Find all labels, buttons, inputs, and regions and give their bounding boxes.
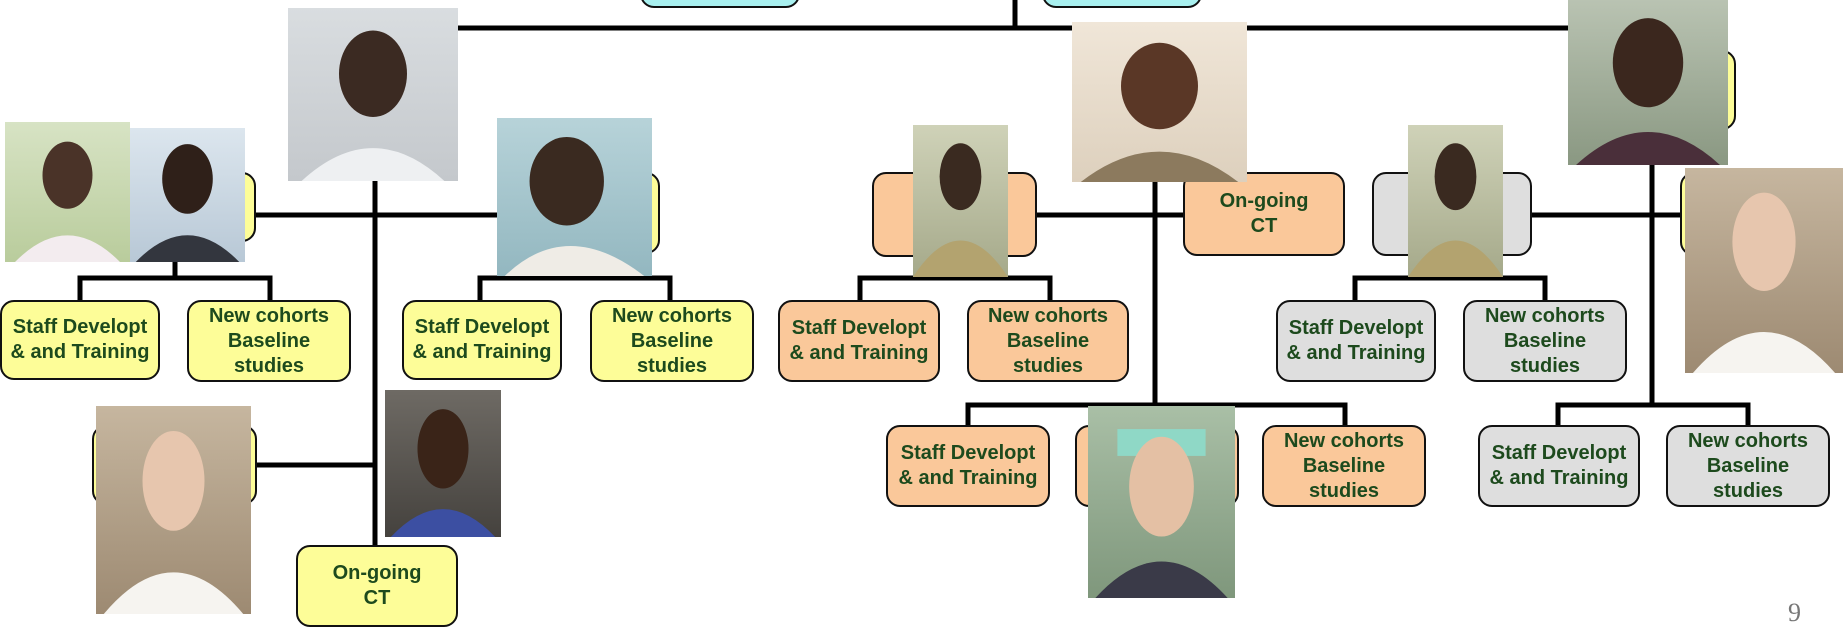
staff-development-box: Staff Developt & and Training [778,300,940,382]
new-cohorts-box: New cohorts Baseline studies [590,300,754,382]
top-box-left [640,0,800,8]
staff-development-box: Staff Developt & and Training [402,300,562,380]
top-box-right [1042,0,1202,8]
new-cohorts-box: New cohorts Baseline studies [967,300,1129,382]
portrait-photo [5,122,130,262]
page-number: 9 [1788,598,1801,627]
portrait-photo [385,390,501,537]
new-cohorts-box: New cohorts Baseline studies [187,300,351,382]
portrait-photo [1685,168,1843,373]
portrait-photo [497,118,652,276]
staff-development-box: Staff Developt & and Training [1276,300,1436,382]
portrait-photo [913,125,1008,277]
new-cohorts-box: New cohorts Baseline studies [1262,425,1426,507]
ongoing-ct-box: On-going CT [1183,172,1345,256]
staff-development-box: Staff Developt & and Training [0,300,160,380]
portrait-photo [96,406,251,614]
staff-development-box: Staff Developt & and Training [886,425,1050,507]
portrait-photo [130,128,245,262]
staff-development-box: Staff Developt & and Training [1478,425,1640,507]
portrait-photo [1088,406,1235,598]
portrait-photo [1072,22,1247,182]
portrait-photo [1568,0,1728,165]
new-cohorts-box: New cohorts Baseline studies [1463,300,1627,382]
new-cohorts-box: New cohorts Baseline studies [1666,425,1830,507]
portrait-photo [1408,125,1503,277]
ongoing-ct-box: On-going CT [296,545,458,627]
portrait-photo [288,8,458,181]
